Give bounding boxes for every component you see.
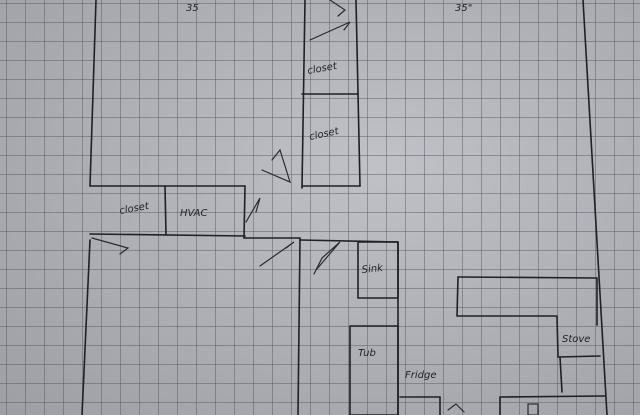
base-cabinet	[499, 395, 606, 398]
closet-hvac-divider	[164, 185, 167, 236]
door-swing-bottom	[447, 403, 465, 413]
door-swing-kitchen	[313, 241, 341, 275]
counter-top	[457, 276, 598, 326]
label-fridge: Fridge	[405, 370, 437, 381]
counter-bottom	[456, 276, 601, 358]
door-swing-corridor	[259, 241, 295, 267]
label-closet-left: closet	[119, 201, 151, 217]
door-swing-hvac	[245, 197, 261, 223]
label-tub: Tub	[358, 348, 376, 359]
label-dim-left: 35	[186, 3, 199, 14]
label-hvac: HVAC	[180, 208, 208, 219]
hvac-right-wall	[243, 185, 246, 239]
label-sink: Sink	[361, 263, 384, 276]
outer-wall-left-lower	[81, 239, 91, 415]
left-block-bottom-wall	[89, 233, 246, 237]
outer-wall-right	[582, 0, 608, 415]
tub	[349, 325, 399, 415]
door-swing-closet	[309, 21, 351, 41]
outer-wall-left-upper	[89, 0, 97, 187]
counter-lower-edge	[559, 356, 563, 393]
label-dim-right: 35"	[455, 3, 472, 14]
door-swing-closet-left	[91, 237, 130, 255]
door-swing-top	[329, 0, 346, 17]
label-closet-mid: closet	[308, 126, 340, 143]
label-closet-top: closet	[307, 61, 339, 77]
door-swing-hall	[261, 148, 291, 184]
hall-wall-right	[355, 0, 361, 187]
appliance-box	[527, 403, 539, 415]
lower-hall-left-wall	[297, 237, 301, 415]
label-stove: Stove	[562, 334, 590, 345]
